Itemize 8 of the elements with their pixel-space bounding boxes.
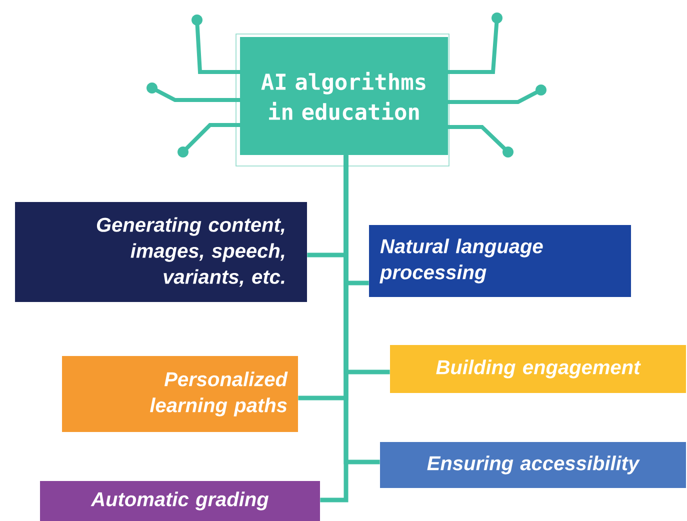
- title-box: AI algorithms in education: [240, 37, 448, 155]
- topic-box: Building engagement: [390, 345, 686, 393]
- topic-box: Automatic grading: [40, 481, 320, 521]
- topic-box: Personalized learning paths: [62, 356, 298, 432]
- topic-box: Natural language processing: [369, 225, 631, 297]
- connector-line: [320, 155, 348, 502]
- topic-box: Ensuring accessibility: [380, 442, 686, 488]
- topic-box: Generating content, images, speech, variants, etc.: [15, 202, 307, 302]
